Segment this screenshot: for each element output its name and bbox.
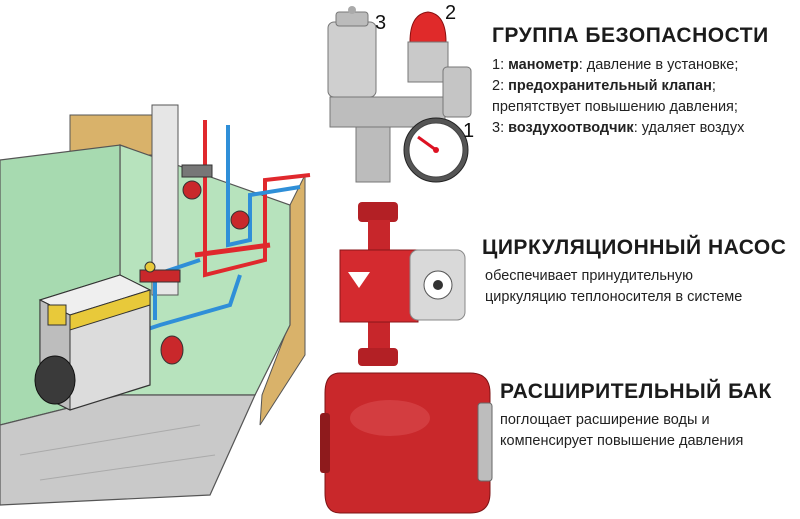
tank-description: поглощает расширение воды и компенсирует… xyxy=(500,410,743,452)
pump-line-1: обеспечивает принудительную xyxy=(485,268,694,284)
tank-title: РАСШИРИТЕЛЬНЫЙ БАК xyxy=(500,380,772,403)
chimney xyxy=(151,104,179,296)
tank-line-1: поглощает расширение воды и xyxy=(500,412,710,428)
safety-item-valve: 2: предохранительный клапан; xyxy=(492,78,716,94)
tank-body xyxy=(324,372,491,514)
small-expansion-tank xyxy=(160,335,184,365)
tank-line-2: компенсирует повышение давления xyxy=(500,433,744,449)
air-vent xyxy=(327,21,377,98)
safety-item-air-vent: 3: воздухоотводчик: удаляет воздух xyxy=(492,120,745,136)
safety-item-manometer: 1: манометр: давление в установке; xyxy=(492,57,739,73)
safety-group-photo xyxy=(327,6,472,183)
safety-group-title: ГРУППА БЕЗОПАСНОСТИ xyxy=(492,24,769,47)
pump-body xyxy=(339,249,419,323)
burner xyxy=(34,355,76,405)
callout-2: 2 xyxy=(445,2,457,24)
boiler-room-illustration xyxy=(0,104,311,506)
expansion-tank-photo xyxy=(320,372,493,514)
return-pipe xyxy=(226,125,301,248)
supply-pipe xyxy=(203,120,311,278)
pump-title: ЦИРКУЛЯЦИОННЫЙ НАСОС xyxy=(482,236,787,259)
pump-line-2: циркуляцию теплоносителя в системе xyxy=(485,289,743,305)
safety-item-valve-desc: препятствует повышению давления; xyxy=(492,99,738,115)
safety-valve xyxy=(409,11,447,43)
callout-3: 3 xyxy=(375,12,387,34)
circulation-pump-photo xyxy=(339,202,466,366)
safety-group-list: 1: манометр: давление в установке; 2: пр… xyxy=(492,55,744,139)
pump-description: обеспечивает принудительную циркуляцию т… xyxy=(485,266,742,308)
callout-1: 1 xyxy=(463,120,475,142)
